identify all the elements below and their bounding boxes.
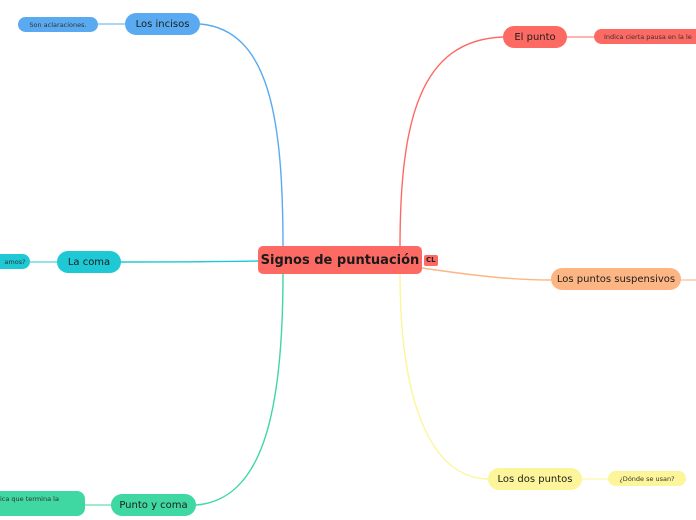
leaf-indica-cierta-pausa[interactable]: Indica cierta pausa en la le — [594, 29, 696, 44]
leaf-la-coma-question-text: amos? — [4, 257, 26, 266]
connector-dos-puntos — [399, 273, 489, 480]
connector-coma — [120, 260, 259, 263]
central-topic[interactable]: Signos de puntuación — [258, 246, 422, 274]
topic-los-dos-puntos-label: Los dos puntos — [497, 473, 573, 485]
leaf-indica-cierta-pausa-text: Indica cierta pausa en la le — [604, 32, 692, 41]
connector-suspensivos — [421, 267, 552, 281]
connector-punto — [399, 36, 504, 249]
central-topic-tag: CL — [424, 255, 438, 266]
leaf-la-coma-question[interactable]: amos? — [0, 254, 30, 269]
topic-la-coma-label: La coma — [67, 256, 111, 268]
topic-los-incisos-label: Los incisos — [135, 18, 190, 30]
topic-los-dos-puntos[interactable]: Los dos puntos — [488, 468, 582, 490]
leaf-donde-se-usan-text: ¿Dónde se usan? — [619, 474, 675, 483]
leaf-punto-y-coma-desc[interactable]: ica que termina la — [0, 491, 85, 516]
connector-incisos — [199, 23, 284, 249]
leaf-punto-y-coma-desc-text: ica que termina la — [0, 495, 59, 503]
topic-el-punto[interactable]: El punto — [503, 26, 567, 48]
leaf-son-aclaraciones-text: Son aclaraciones. — [29, 20, 87, 29]
topic-la-coma[interactable]: La coma — [57, 251, 121, 273]
topic-los-puntos-suspensivos-label: Los puntos suspensivos — [556, 273, 676, 285]
leaf-donde-se-usan[interactable]: ¿Dónde se usan? — [608, 471, 686, 486]
topic-los-incisos[interactable]: Los incisos — [125, 13, 200, 35]
topic-punto-y-coma[interactable]: Punto y coma — [111, 494, 196, 516]
leaf-son-aclaraciones[interactable]: Son aclaraciones. — [18, 17, 98, 32]
topic-los-puntos-suspensivos[interactable]: Los puntos suspensivos — [551, 268, 681, 290]
topic-punto-y-coma-label: Punto y coma — [119, 499, 188, 511]
connector-punto-coma — [195, 273, 284, 506]
central-topic-label: Signos de puntuación — [260, 252, 420, 268]
topic-el-punto-label: El punto — [514, 31, 556, 43]
